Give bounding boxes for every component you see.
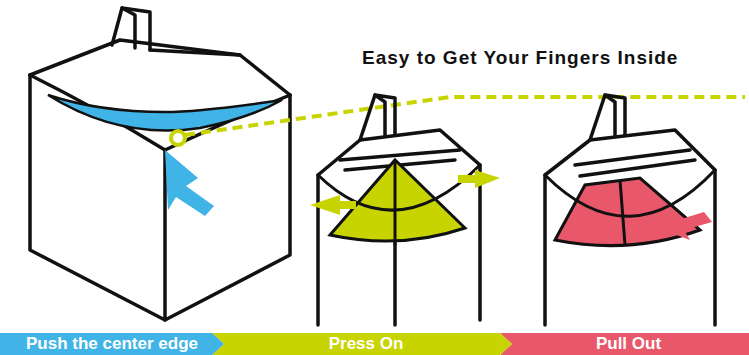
step-pull: Pull Out <box>500 333 749 355</box>
callout-text: Easy to Get Your Fingers Inside <box>362 47 678 69</box>
leader-line <box>185 97 745 135</box>
step-label: Press On <box>329 334 404 354</box>
step-press: Press On <box>212 333 512 355</box>
push-arrow <box>165 150 214 216</box>
pull-arrow <box>650 210 712 240</box>
step-band: Push the center edge Press On Pull Out <box>0 333 749 355</box>
step-label: Pull Out <box>596 334 661 354</box>
step-push: Push the center edge <box>0 333 224 355</box>
step-label: Push the center edge <box>26 334 198 354</box>
